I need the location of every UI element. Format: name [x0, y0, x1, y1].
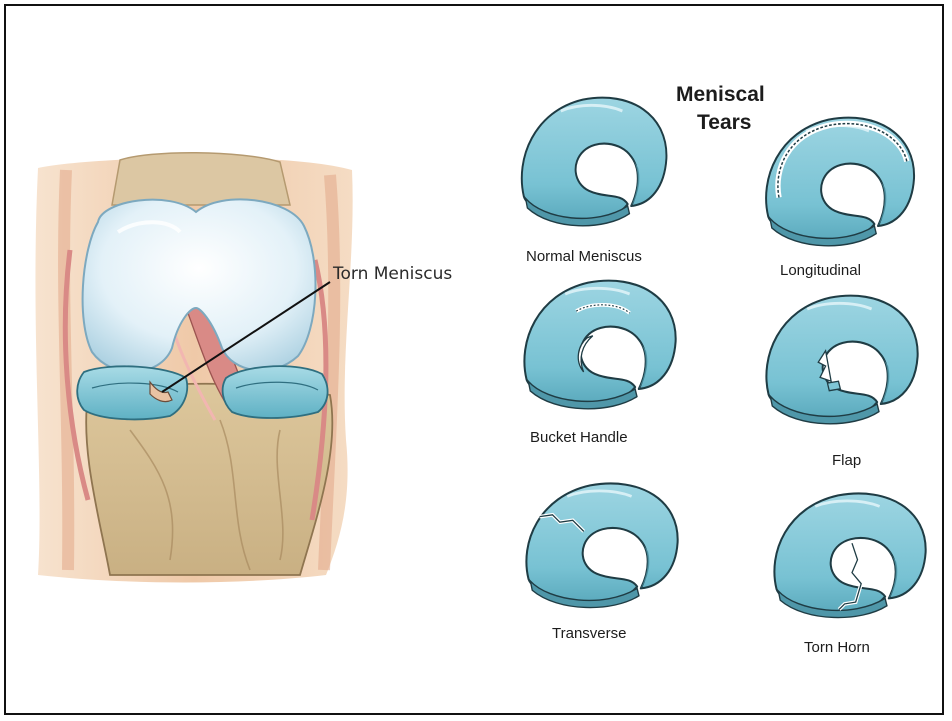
- title-line-1: Meniscal: [676, 83, 765, 106]
- meniscus-bucket-handle: [524, 281, 675, 409]
- lateral-meniscus: [223, 366, 328, 418]
- label-longitudinal: Longitudinal: [780, 262, 861, 279]
- torn-meniscus-label: Torn Meniscus: [332, 264, 452, 284]
- label-bucket-handle: Bucket Handle: [530, 429, 628, 446]
- knee-illustration: [35, 153, 352, 583]
- meniscus-longitudinal: [766, 118, 914, 246]
- title-line-2: Tears: [697, 111, 751, 134]
- medial-meniscus: [77, 366, 187, 419]
- label-torn-horn: Torn Horn: [804, 639, 870, 656]
- label-flap: Flap: [832, 452, 861, 469]
- label-normal-meniscus: Normal Meniscus: [526, 248, 642, 265]
- meniscus-torn-horn: [774, 493, 925, 617]
- meniscus-transverse: [526, 483, 677, 607]
- meniscus-flap: [766, 296, 917, 424]
- label-transverse: Transverse: [552, 625, 626, 642]
- meniscus-normal: [522, 98, 667, 226]
